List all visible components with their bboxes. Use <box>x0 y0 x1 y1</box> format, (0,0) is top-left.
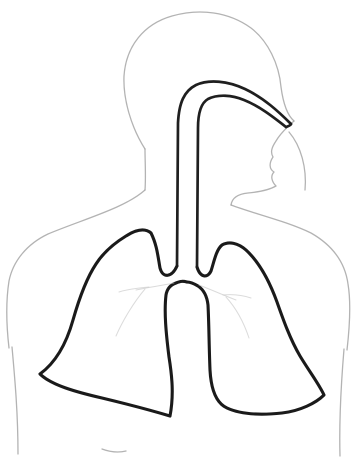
face-outline <box>231 121 294 205</box>
airway <box>177 82 291 267</box>
airway-tip <box>286 124 291 127</box>
left-lung <box>40 230 187 416</box>
nose-airflow <box>289 132 305 190</box>
left-torso-side <box>12 347 18 454</box>
nasal-airway-outer <box>177 82 291 266</box>
left-bronchus-branch-lower <box>116 289 145 336</box>
right-torso-side <box>340 349 344 456</box>
right-bronchus-branch-lower <box>226 297 249 338</box>
bronchi <box>116 283 251 338</box>
right-lung <box>187 243 324 414</box>
lungs <box>40 230 324 416</box>
waistline <box>102 449 126 452</box>
right-shoulder <box>231 205 350 350</box>
left-shoulder <box>7 190 145 348</box>
